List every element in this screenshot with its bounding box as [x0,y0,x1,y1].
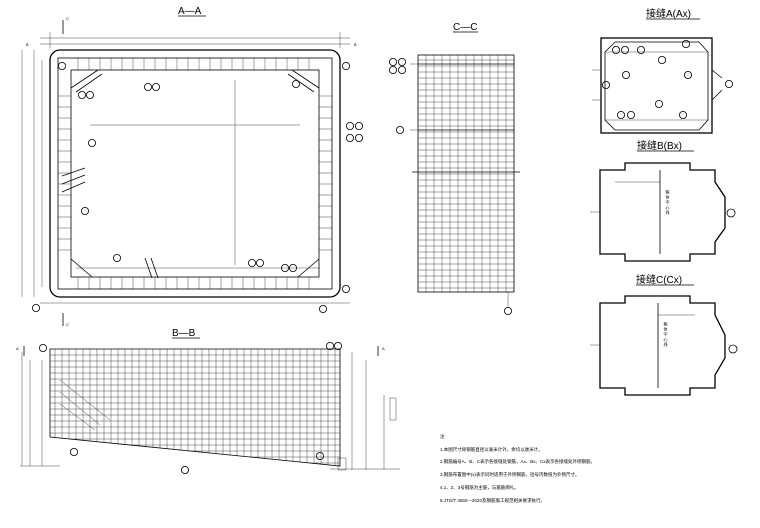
callout-bubble [180,465,189,474]
callout-bubble [318,304,327,313]
bb-diag-1 [59,379,111,421]
callout-bubble [325,341,334,350]
callout-bubble [684,71,693,80]
callout-bubble [726,208,736,218]
note-line-5: 5.JTG/T 3650—2020及钢筋施工规范相关要求执行。 [440,497,545,504]
joint-c-detail: 接缝C(Cx) 箱 体 中 心 线 [590,273,738,396]
callout-bubble [627,111,636,120]
callout-bubble [621,46,630,55]
callout-bubble [39,343,48,352]
callout-bubble [503,306,512,315]
bb-mark-a-left: A [16,346,19,351]
joint-a-title: 接缝A(Ax) [646,7,691,20]
callout-bubble [78,91,87,100]
joint-c-centerline-text: 箱 体 中 心 线 [664,321,669,347]
bb-outline [49,348,341,467]
callout-bubble [70,447,79,456]
cc-rebar-grid [418,55,514,292]
aa-mark-b-right: B [354,42,357,47]
bb-diag-3 [59,403,96,431]
aa-mark-c-bottom: C [66,322,69,327]
aa-mark-c-top: C [66,16,69,21]
cc-callouts [388,58,512,315]
joint-a-inner [604,41,709,131]
aa-mark-b-left: B [26,42,29,47]
section-bb: B—B A A [16,328,400,474]
joint-a-outer [600,37,713,134]
callout-bubble [32,303,41,312]
note-line-2: 2.钢筋编号A、B、C表示各接缝处钢筋，Ax、Bx、Cx表示各接缝处外侧钢筋。 [440,458,595,465]
callout-bubble [679,111,688,120]
callout-bubble [280,263,289,272]
callout-bubble [617,111,626,120]
aa-rebar-cage-outer [57,57,333,290]
callout-bubble [58,62,67,71]
callout-bubble [247,258,256,267]
bb-mark-a-right: A [382,346,385,351]
callout-bubble [291,80,300,89]
section-bb-title: B—B [172,328,196,339]
callout-bubble [113,253,122,262]
callout-bubble [655,100,664,109]
callout-bubble [395,126,404,135]
callout-bubble [397,66,406,75]
callout-bubble [682,40,691,49]
section-aa-title: A—A [178,6,202,17]
callout-bubble [354,133,363,142]
section-cc-title: C—C [453,22,477,33]
aa-stirrups [58,58,332,289]
notes-heading: 注 [440,433,445,440]
aa-callouts [32,62,363,313]
callout-bubble [612,46,621,55]
callout-bubble [341,62,350,71]
callout-bubble [602,81,611,90]
callout-bubble [637,46,646,55]
bb-callouts [39,341,342,474]
note-line-3: 3.钢筋布置图中(x)表示同时适用于外侧钢筋，括号内数值为外侧尺寸。 [440,471,580,478]
callout-bubble [354,122,363,131]
note-line-1: 1.本图尺寸除钢筋直径以毫米计外，余均以厘米计。 [440,446,543,453]
callout-bubble [388,66,397,75]
note-line-4: 4.1、2、3号钢筋为主筋，与箍筋绑扎。 [440,484,519,491]
callout-bubble [341,284,350,293]
bb-diag-2 [59,391,101,426]
section-aa: A—A C [21,6,363,327]
callout-bubble [288,263,297,272]
joint-a-detail: 接缝A(Ax) [592,7,734,134]
callout-bubble [81,206,90,215]
joint-b-callouts [726,208,736,218]
callout-bubble [622,71,631,80]
callout-bubble [88,138,97,147]
joint-b-outline [599,162,726,262]
callout-bubble [397,58,406,67]
callout-bubble [345,122,354,131]
section-cc: C—C [388,22,520,315]
callout-bubble [255,258,264,267]
callout-bubble [658,56,667,65]
callout-bubble [728,344,738,354]
joint-b-title: 接缝B(Bx) [637,139,682,152]
callout-bubble [725,80,734,89]
callout-bubble [315,451,324,460]
callout-bubble [333,341,342,350]
callout-bubble [151,83,160,92]
bb-rebar-grid [50,349,340,466]
notes-block: 注 1.本图尺寸除钢筋直径以毫米计外，余均以厘米计。 2.钢筋编号A、B、C表示… [440,433,595,504]
joint-c-title: 接缝C(Cx) [636,273,682,286]
joint-a-callouts [602,40,734,120]
callout-bubble [345,133,354,142]
callout-bubble [388,58,397,67]
callout-bubble [143,83,152,92]
callout-bubble [86,91,95,100]
aa-outer-wall [49,49,341,298]
joint-c-callouts [728,344,738,354]
joint-c-outline [599,295,726,396]
aa-rebar-cage-inner [70,69,320,278]
joint-b-detail: 接缝B(Bx) 箱 体 中 心 线 [590,139,736,262]
joint-b-centerline-text: 箱 体 中 心 线 [666,189,671,215]
